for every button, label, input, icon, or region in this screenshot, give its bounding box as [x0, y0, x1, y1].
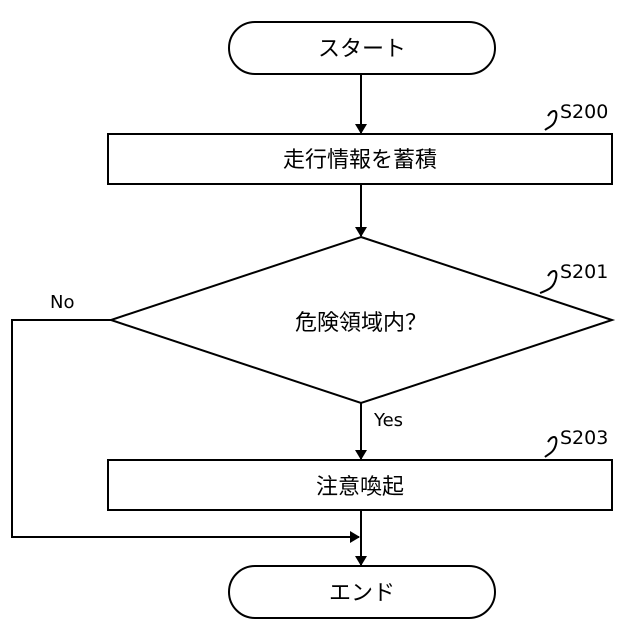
- end-label: エンド: [329, 581, 395, 606]
- branch-no-label: No: [50, 292, 74, 313]
- ref-leader-s201: [540, 271, 556, 293]
- ref-s200: S200: [560, 101, 608, 123]
- start-label: スタート: [318, 37, 406, 62]
- ref-s201: S201: [560, 261, 608, 283]
- ref-leader-s203: [545, 437, 556, 457]
- s203-label: 注意喚起: [316, 475, 404, 500]
- ref-s203: S203: [560, 427, 608, 449]
- branch-yes-label: Yes: [373, 410, 403, 431]
- ref-leader-s200: [545, 111, 556, 130]
- s200-label: 走行情報を蓄積: [283, 148, 437, 173]
- arrow-no-branch: [12, 320, 359, 537]
- s201-label: 危険領域内？: [295, 311, 427, 336]
